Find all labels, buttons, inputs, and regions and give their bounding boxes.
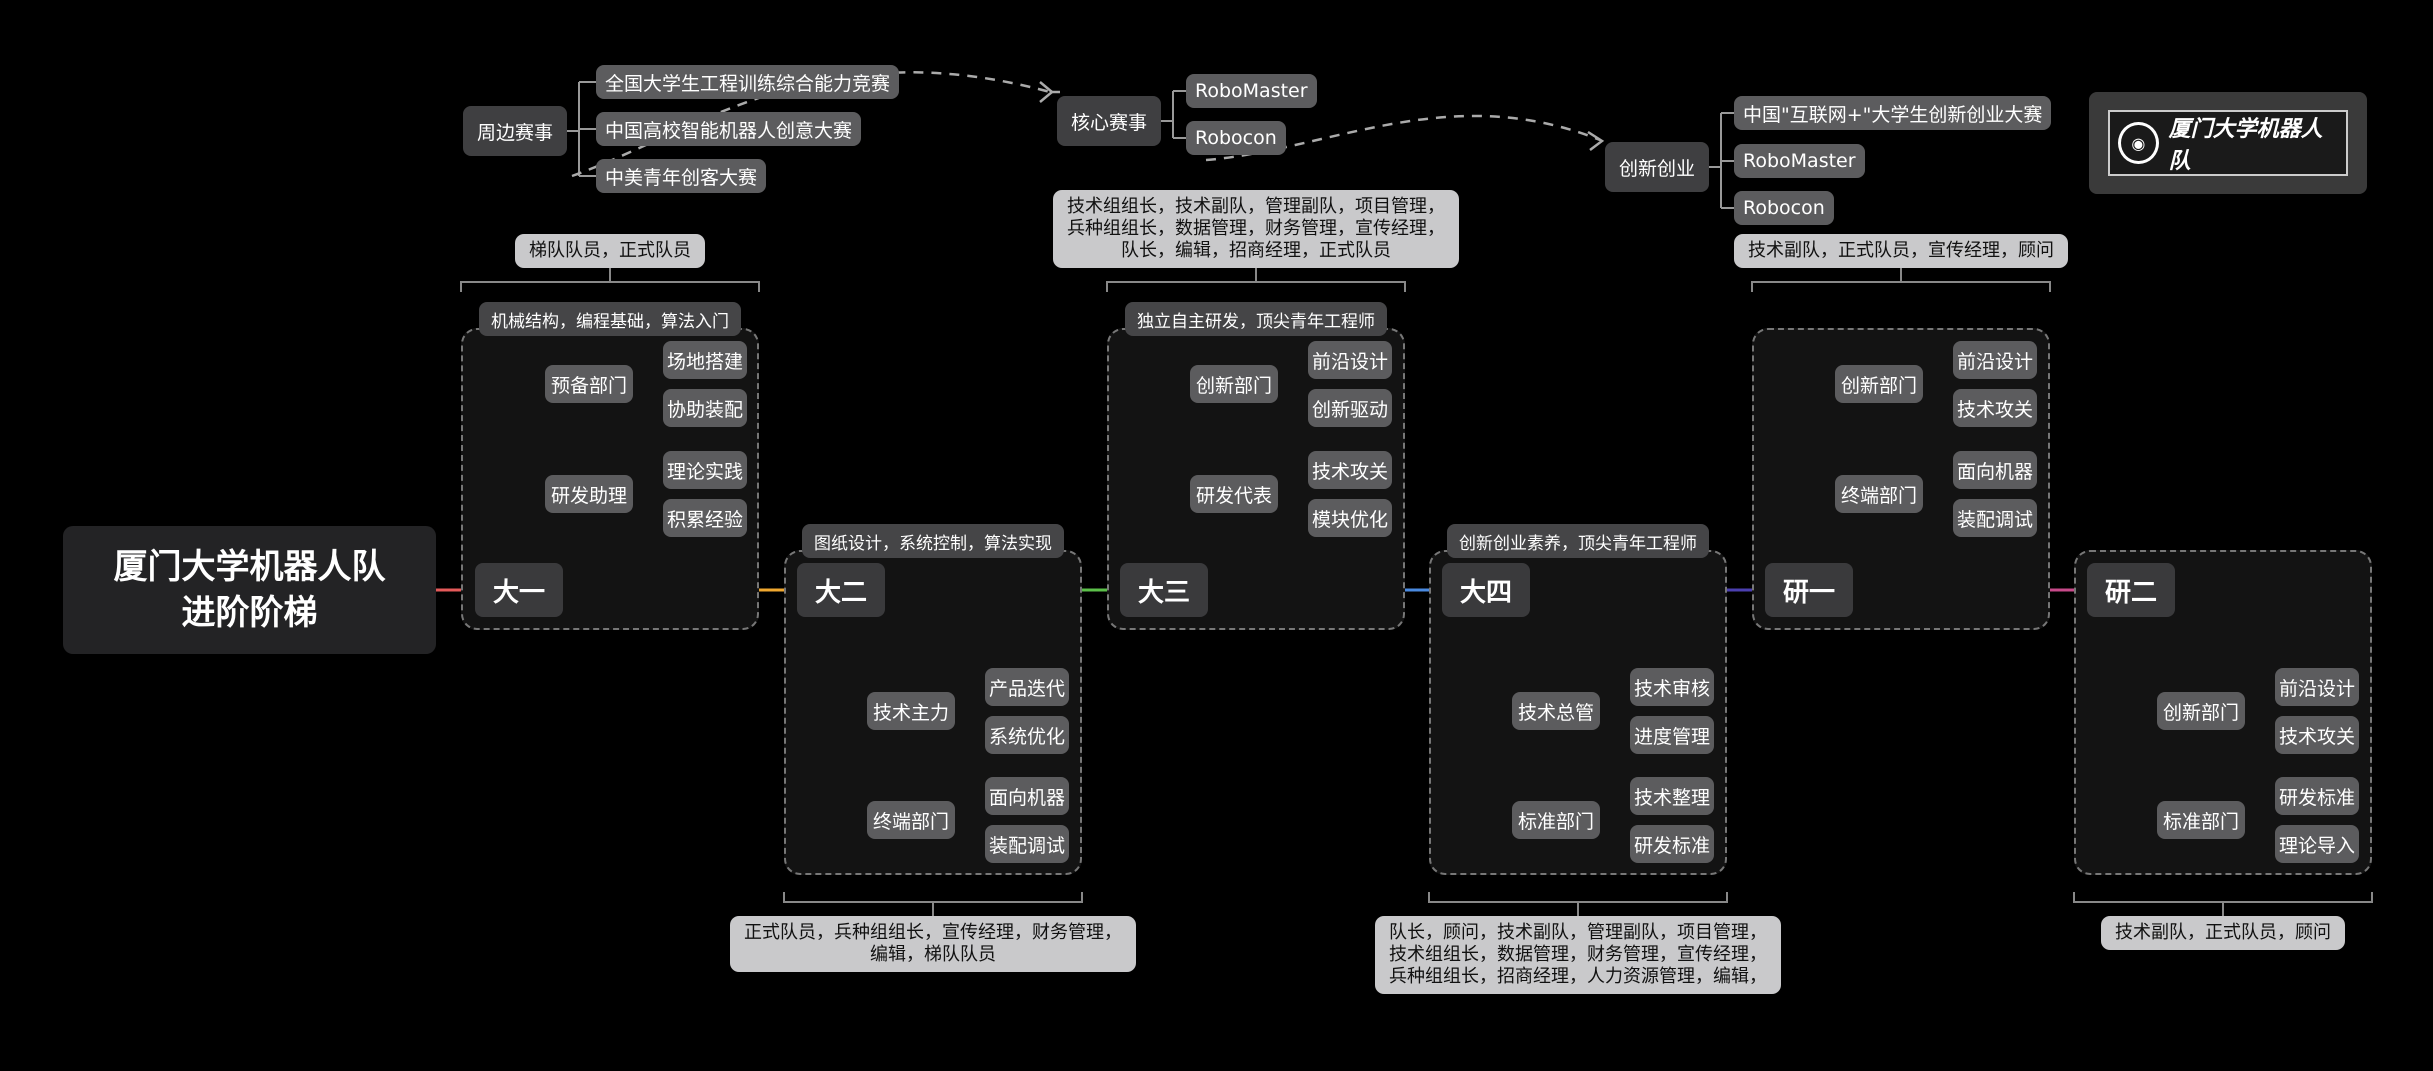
roles-note: 技术副队，正式队员，宣传经理，顾问 — [1734, 234, 2068, 268]
roles-note: 队长，顾问，技术副队，管理副队，项目管理， 技术组组长，数据管理，财务管理，宣传… — [1375, 916, 1781, 994]
stage-node: 研二 — [2087, 563, 2175, 617]
bracket-line — [1106, 268, 1406, 292]
diagram-title: 厦门大学机器人队 进阶阶梯 — [63, 526, 436, 654]
leaf-node: 面向机器 — [1953, 451, 2037, 489]
bracket-line — [1751, 268, 2051, 292]
leaf-node: 研发标准 — [1630, 825, 1714, 863]
leaf-node: 创新驱动 — [1308, 389, 1392, 427]
competition-item: 全国大学生工程训练综合能力竞赛 — [596, 65, 900, 99]
group-node: 研发代表 — [1190, 475, 1278, 513]
group-node: 创新部门 — [2157, 692, 2245, 730]
leaf-node: 系统优化 — [985, 716, 1069, 754]
competition-item: 中美青年创客大赛 — [596, 159, 767, 193]
leaf-node: 模块优化 — [1308, 499, 1392, 537]
competition-item: RoboMaster — [1734, 144, 1865, 178]
leaf-node: 理论实践 — [663, 451, 747, 489]
leaf-node: 前沿设计 — [1308, 341, 1392, 379]
stage-focus-tag: 创新创业素养，顶尖青年工程师 — [1447, 524, 1709, 558]
leaf-node: 技术攻关 — [1953, 389, 2037, 427]
roles-note: 技术副队，正式队员，顾问 — [2101, 916, 2345, 950]
leaf-node: 研发标准 — [2275, 777, 2359, 815]
group-node: 标准部门 — [2157, 801, 2245, 839]
bracket-line — [783, 892, 1083, 916]
group-node: 创新部门 — [1190, 365, 1278, 403]
leaf-node: 技术整理 — [1630, 777, 1714, 815]
roles-note: 正式队员，兵种组组长，宣传经理，财务管理， 编辑，梯队队员 — [730, 916, 1136, 972]
leaf-node: 场地搭建 — [663, 341, 747, 379]
university-seal-icon: ◉ — [2118, 122, 2159, 164]
competition-category: 核心赛事 — [1057, 96, 1162, 146]
group-node: 终端部门 — [1835, 475, 1923, 513]
group-node: 技术总管 — [1512, 692, 1600, 730]
flow-arrow — [1587, 130, 1605, 151]
bracket-line — [1428, 892, 1728, 916]
stage-focus-tag: 图纸设计，系统控制，算法实现 — [802, 524, 1064, 558]
group-node: 创新部门 — [1835, 365, 1923, 403]
leaf-node: 前沿设计 — [1953, 341, 2037, 379]
leaf-node: 理论导入 — [2275, 825, 2359, 863]
stage-focus-tag: 独立自主研发，顶尖青年工程师 — [1125, 302, 1387, 336]
team-logo: ◉ 厦门大学机器人队 — [2089, 92, 2367, 194]
leaf-node: 产品迭代 — [985, 668, 1069, 706]
leaf-node: 面向机器 — [985, 777, 1069, 815]
leaf-node: 积累经验 — [663, 499, 747, 537]
bracket-line — [2073, 892, 2373, 916]
competition-item: Robocon — [1186, 121, 1286, 155]
group-node: 预备部门 — [545, 365, 633, 403]
competition-item: 中国"互联网+"大学生创新创业大赛 — [1734, 96, 2052, 130]
competition-category: 周边赛事 — [463, 106, 568, 156]
leaf-node: 技术攻关 — [2275, 716, 2359, 754]
competition-item: RoboMaster — [1186, 74, 1317, 108]
group-node: 标准部门 — [1512, 801, 1600, 839]
leaf-node: 装配调试 — [985, 825, 1069, 863]
logo-text: 厦门大学机器人队 — [2168, 117, 2323, 174]
competition-category: 创新创业 — [1605, 142, 1710, 192]
stage-node: 大三 — [1120, 563, 1208, 617]
leaf-node: 装配调试 — [1953, 499, 2037, 537]
competition-item: 中国高校智能机器人创意大赛 — [596, 112, 862, 146]
roles-note: 梯队队员，正式队员 — [515, 234, 705, 268]
flow-arrow — [1039, 81, 1054, 103]
roles-note: 技术组组长，技术副队，管理副队，项目管理， 兵种组组长，数据管理，财务管理，宣传… — [1053, 190, 1459, 268]
stage-node: 研一 — [1765, 563, 1853, 617]
group-node: 技术主力 — [867, 692, 955, 730]
competition-item: Robocon — [1734, 191, 1834, 225]
stage-focus-tag: 机械结构，编程基础，算法入门 — [479, 302, 741, 336]
stage-node: 大二 — [797, 563, 885, 617]
leaf-node: 协助装配 — [663, 389, 747, 427]
stage-node: 大四 — [1442, 563, 1530, 617]
leaf-node: 技术攻关 — [1308, 451, 1392, 489]
leaf-node: 前沿设计 — [2275, 668, 2359, 706]
leaf-node: 进度管理 — [1630, 716, 1714, 754]
stage-node: 大一 — [475, 563, 563, 617]
group-node: 终端部门 — [867, 801, 955, 839]
group-node: 研发助理 — [545, 475, 633, 513]
leaf-node: 技术审核 — [1630, 668, 1714, 706]
